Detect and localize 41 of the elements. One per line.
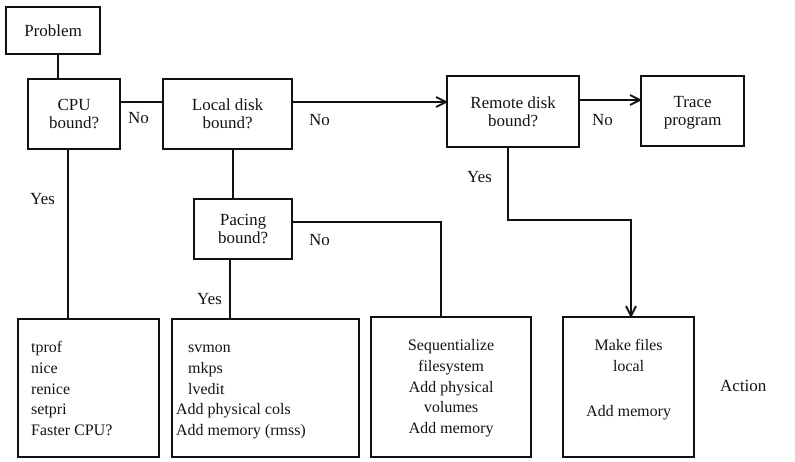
connector-line (232, 150, 234, 198)
arrow (580, 94, 641, 106)
action-text: lvedit (187, 380, 224, 400)
action-text: svmon (187, 338, 231, 358)
action-box (562, 316, 695, 458)
action-text: nice (31, 358, 58, 379)
action-text: Faster CPU? (31, 421, 112, 442)
node-text: Problem (24, 22, 82, 40)
node-text: Local disk bound? (190, 96, 264, 132)
action-text: tprof (31, 338, 62, 358)
action-text: mkps (187, 358, 223, 379)
connector-line (57, 55, 59, 78)
action-text: renice (31, 380, 70, 400)
arrow (507, 148, 637, 317)
connector-line (293, 221, 442, 316)
action-text: Add physical volumes (408, 378, 494, 418)
action-text: setpri (31, 400, 67, 420)
node-text: Pacing bound? (216, 211, 270, 247)
action-text: Add physical cols (176, 400, 291, 420)
connector-line (67, 150, 69, 318)
process-box (446, 75, 580, 148)
action-text: Add memory (408, 419, 494, 440)
action-text: Make files local (594, 336, 664, 377)
node-text: Trace program (662, 93, 722, 129)
arrow (293, 96, 447, 108)
action-box (17, 318, 160, 458)
column-label: Action (720, 376, 766, 396)
action-text: Add memory (rmss) (176, 421, 306, 442)
process-box (640, 75, 745, 147)
process-box (193, 198, 293, 260)
action-text: Add memory (586, 402, 671, 422)
process-box (162, 78, 293, 150)
connector-line (229, 260, 231, 318)
process-box (27, 78, 121, 150)
connector-line (121, 101, 162, 103)
action-text: Sequentialize filesystem (406, 336, 496, 377)
process-box (5, 6, 101, 55)
action-box (370, 316, 532, 458)
action-box (171, 318, 360, 458)
node-text: CPU bound? (48, 96, 100, 132)
node-text: Remote disk bound? (469, 94, 557, 130)
